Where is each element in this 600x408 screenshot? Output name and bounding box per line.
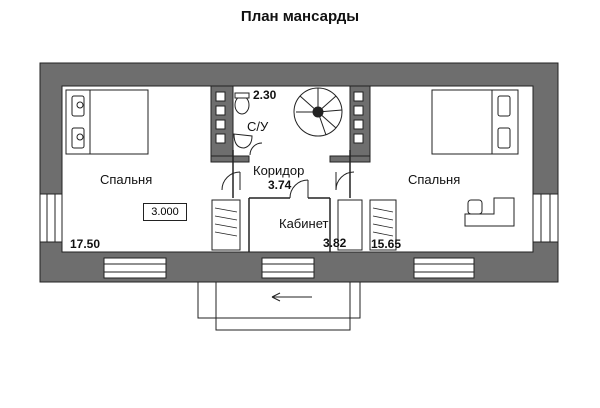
spiral-stair <box>293 87 343 137</box>
bed-left <box>65 89 149 155</box>
vent-ducts <box>215 91 364 144</box>
level-mark: 3.000 <box>143 203 187 221</box>
bed-right <box>431 89 519 155</box>
room-name-office: Кабинет <box>279 216 329 231</box>
area-bedroom-left: 17.50 <box>70 237 101 251</box>
window-left <box>39 193 63 243</box>
window-right <box>532 193 559 243</box>
balcony <box>197 282 361 319</box>
area-bathroom: 2.30 <box>253 88 277 102</box>
room-name-bedroom-right: Спальня <box>408 172 461 187</box>
room-name-corridor: Коридор <box>253 163 305 178</box>
desk-right <box>464 197 515 227</box>
area-corridor: 3.74 <box>268 178 292 192</box>
plan-title: План мансарды <box>240 8 360 25</box>
room-name-bedroom-left: Спальня <box>100 172 153 187</box>
room-name-bathroom: С/У <box>247 119 269 134</box>
bottom-windows <box>103 257 475 279</box>
area-bedroom-right: 15.65 <box>371 237 402 251</box>
doors <box>221 142 355 199</box>
area-office: 3.82 <box>323 236 347 250</box>
wardrobes <box>211 199 397 251</box>
toilet <box>234 95 250 115</box>
sink <box>233 133 253 149</box>
